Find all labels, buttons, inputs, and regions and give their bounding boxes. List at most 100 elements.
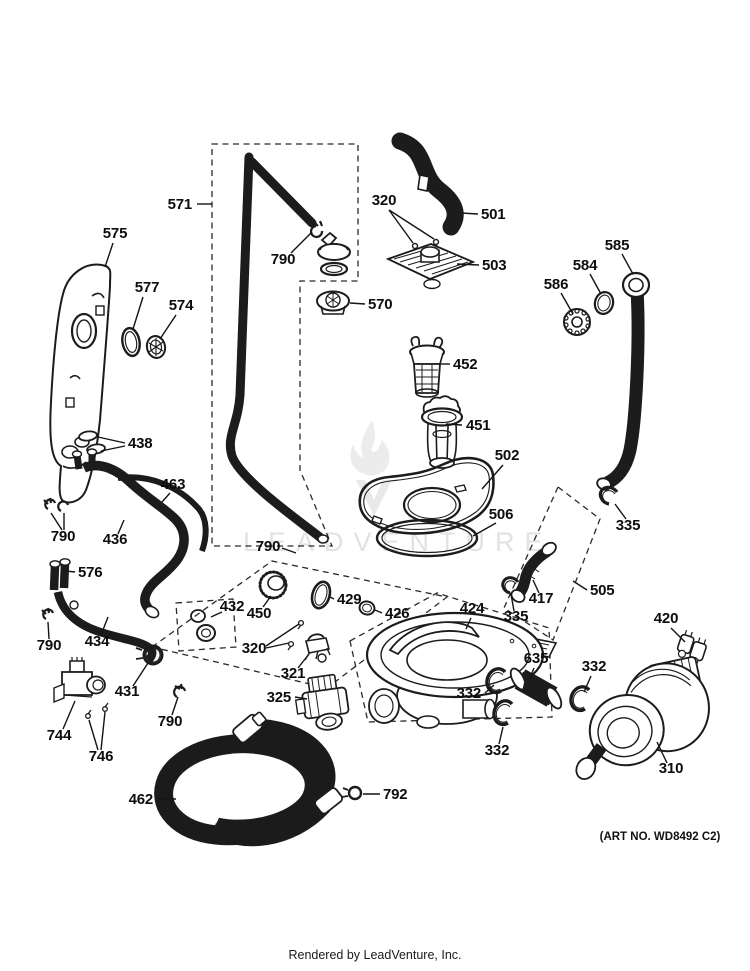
part-fill-tube-571 — [225, 152, 329, 544]
part-label-503: 503 — [482, 257, 506, 274]
part-clamp-790-top — [309, 220, 324, 239]
part-label-451: 451 — [466, 417, 490, 434]
leader-line-450 — [262, 595, 272, 608]
leader-line-332 — [498, 726, 504, 745]
leader-line-502 — [481, 464, 504, 490]
leader-line-744 — [62, 700, 76, 730]
clamp-790-left-mid — [43, 497, 70, 512]
part-label-570: 570 — [368, 296, 392, 313]
part-label-584: 584 — [573, 257, 598, 274]
clamp-792 — [341, 785, 363, 801]
part-label-574: 574 — [169, 297, 194, 314]
part-circulation-pump-310 — [575, 656, 710, 780]
leader-line-501 — [460, 212, 479, 215]
part-label-310: 310 — [659, 760, 683, 777]
part-bracket-501 — [391, 132, 464, 236]
leader-line-586 — [560, 292, 574, 315]
part-hose-417 — [510, 541, 557, 603]
part-coupling-635 — [509, 667, 563, 710]
leader-line-320 — [265, 623, 300, 647]
part-label-792: 792 — [383, 786, 407, 803]
leader-line-438 — [97, 436, 126, 444]
part-ring-506 — [375, 518, 479, 558]
part-label-790: 790 — [51, 528, 75, 545]
part-impeller-574 — [145, 335, 167, 359]
leader-line-584 — [589, 273, 602, 295]
leader-line-417 — [532, 579, 540, 594]
part-hose-463-436 — [71, 448, 209, 619]
leader-line-436 — [117, 519, 125, 535]
clamp-335-right — [598, 485, 619, 506]
part-label-790: 790 — [158, 713, 182, 730]
part-label-746: 746 — [89, 748, 113, 765]
clamp-332-bottom — [492, 699, 514, 727]
leader-line-335 — [614, 503, 627, 520]
part-label-452: 452 — [453, 356, 477, 373]
part-label-585: 585 — [605, 237, 629, 254]
part-label-790: 790 — [37, 637, 61, 654]
leader-line-574 — [159, 314, 177, 340]
part-drain-pump-325 — [294, 673, 350, 731]
part-hose-576-434 — [49, 558, 157, 664]
leader-line-320 — [265, 642, 290, 649]
leader-line-325 — [294, 696, 308, 700]
part-drain-hose-462 — [154, 711, 344, 847]
part-label-635: 635 — [524, 650, 548, 667]
part-plate-503 — [385, 243, 476, 290]
leader-line-432 — [210, 611, 223, 618]
part-label-417: 417 — [529, 590, 553, 607]
dashed-group-boxes — [150, 143, 601, 723]
part-gasket-502 — [358, 456, 495, 535]
leader-line-506 — [472, 522, 497, 537]
leader-line-575 — [104, 242, 114, 268]
leader-line-426 — [374, 609, 383, 614]
clamp-332-right — [569, 685, 591, 713]
leader-line-790 — [281, 547, 297, 554]
leader-line-585 — [621, 253, 634, 275]
leader-line-431 — [132, 662, 149, 687]
part-label-335: 335 — [504, 608, 528, 625]
part-ring-426 — [358, 600, 376, 616]
leader-line-332 — [583, 675, 592, 693]
part-seal-577 — [121, 326, 141, 358]
part-air-gap-570 — [316, 290, 350, 315]
part-seal-429 — [310, 580, 332, 610]
part-labels-layer: 5715755775747903205015035705865845853354… — [37, 192, 686, 808]
part-label-320: 320 — [372, 192, 396, 209]
part-label-571: 571 — [168, 196, 192, 213]
clamp-790-left-low — [41, 607, 55, 620]
part-label-586: 586 — [544, 276, 568, 293]
part-check-valve — [317, 231, 351, 277]
part-label-321: 321 — [281, 665, 305, 682]
part-inlet-valve-744 — [53, 657, 106, 704]
leader-line-790 — [50, 512, 63, 531]
part-filter-452 — [409, 336, 445, 398]
part-label-577: 577 — [135, 279, 159, 296]
part-label-505: 505 — [590, 582, 614, 599]
part-cap-450 — [258, 570, 288, 600]
art-number: (ART NO. WD8492 C2) — [599, 831, 721, 843]
leader-line-320 — [388, 209, 414, 244]
part-label-506: 506 — [489, 506, 513, 523]
clamp-335-mid — [501, 576, 520, 595]
part-label-463: 463 — [161, 476, 185, 493]
leader-line-635 — [529, 667, 535, 679]
part-clips-438 — [78, 430, 106, 455]
leader-line-332 — [484, 684, 495, 694]
part-knob-586 — [563, 308, 591, 336]
part-label-575: 575 — [103, 225, 127, 242]
leader-line-576 — [65, 570, 76, 573]
leader-line-505 — [572, 580, 588, 591]
leader-line-321 — [297, 653, 310, 669]
part-ring-584 — [593, 291, 615, 315]
leader-line-790 — [171, 696, 179, 716]
leader-line-451 — [445, 423, 463, 426]
part-tube-585 — [596, 271, 651, 491]
clamp-790-bottom — [173, 683, 187, 698]
leader-line-577 — [132, 296, 144, 330]
part-label-434: 434 — [85, 633, 110, 650]
leader-line-438 — [100, 445, 126, 452]
part-label-502: 502 — [495, 447, 519, 464]
part-label-744: 744 — [47, 727, 72, 744]
